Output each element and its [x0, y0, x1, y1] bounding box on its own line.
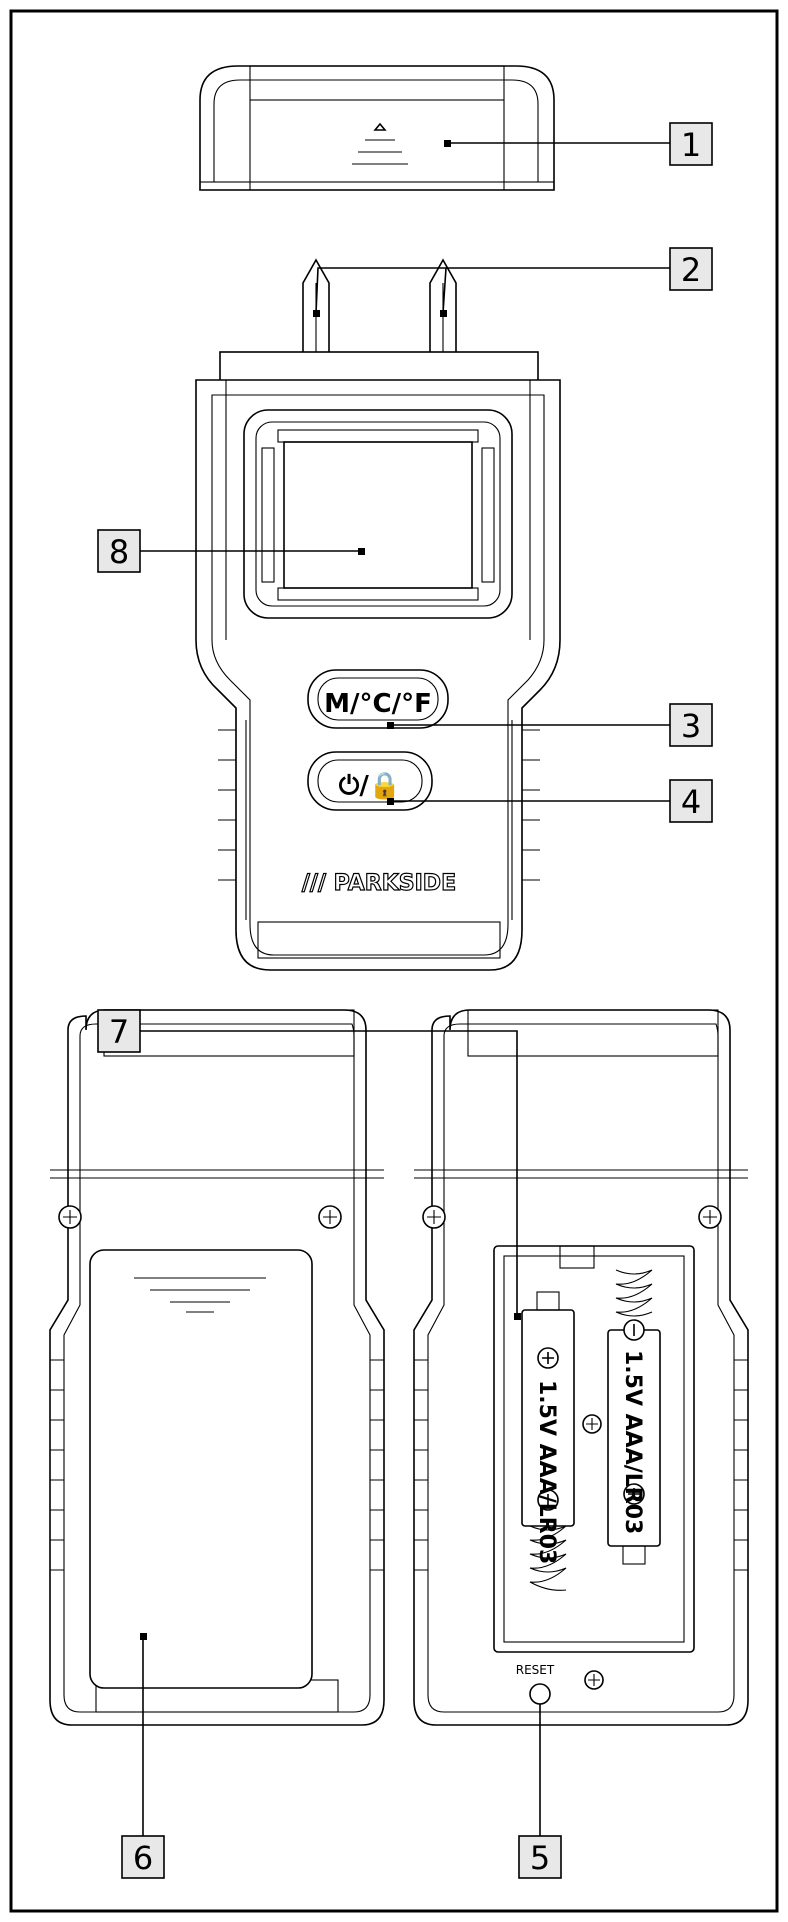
battery-left: 1.5V AAA/LR03 — [521, 1291, 575, 1591]
measuring-pins — [302, 258, 457, 356]
battery-compartment: 1.5V AAA/LR03 1.5V AAA/LR03 — [493, 1245, 695, 1653]
callout-4: 4 — [669, 779, 713, 823]
mode-button[interactable]: M/°C/°F — [307, 669, 449, 729]
leader-line-2a — [315, 267, 670, 314]
callout-5: 5 — [518, 1835, 562, 1879]
pointer-dot-8 — [358, 548, 365, 555]
pointer-dot-1 — [444, 140, 451, 147]
reset-button[interactable] — [529, 1683, 551, 1705]
callout-3-number: 3 — [681, 707, 701, 745]
battery-right: 1.5V AAA/LR03 — [607, 1269, 661, 1565]
pointer-dot-3 — [387, 722, 394, 729]
callout-6-number: 6 — [133, 1839, 153, 1877]
cap-marking-icon — [352, 122, 408, 165]
power-lock-button[interactable]: ⏻/🔒 — [307, 751, 433, 811]
callout-5-number: 5 — [530, 1839, 550, 1877]
battery-right-label: 1.5V AAA/LR03 — [620, 1350, 645, 1534]
reset-label: RESET — [516, 1663, 555, 1677]
callout-2: 2 — [669, 247, 713, 291]
callout-7-number: 7 — [109, 1013, 129, 1051]
mode-button-label: M/°C/°F — [324, 689, 432, 719]
reset-screw-cross — [588, 1674, 600, 1686]
callout-2-number: 2 — [681, 251, 701, 289]
callout-8: 8 — [97, 529, 141, 573]
protective-cap — [199, 65, 555, 191]
pointer-dot-2a — [313, 310, 320, 317]
power-lock-button-label: ⏻/🔒 — [339, 771, 401, 801]
callout-3: 3 — [669, 703, 713, 747]
pointer-dot-7 — [514, 1313, 521, 1320]
battery-cover[interactable] — [89, 1249, 313, 1689]
display — [243, 409, 513, 619]
callout-4-number: 4 — [681, 783, 701, 821]
pointer-dot-6 — [140, 1633, 147, 1640]
brand-logo: /// PARKSIDE — [302, 871, 456, 896]
battery-left-label: 1.5V AAA/LR03 — [534, 1380, 559, 1564]
leader-line-2b — [442, 267, 447, 314]
callout-1: 1 — [669, 122, 713, 166]
pointer-dot-2b — [440, 310, 447, 317]
callout-8-number: 8 — [109, 533, 129, 571]
callout-7: 7 — [97, 1009, 141, 1053]
leader-line-7 — [140, 1030, 518, 1316]
page-frame — [9, 9, 779, 1913]
callout-6: 6 — [121, 1835, 165, 1879]
callout-1-number: 1 — [681, 126, 701, 164]
pointer-dot-4 — [387, 798, 394, 805]
